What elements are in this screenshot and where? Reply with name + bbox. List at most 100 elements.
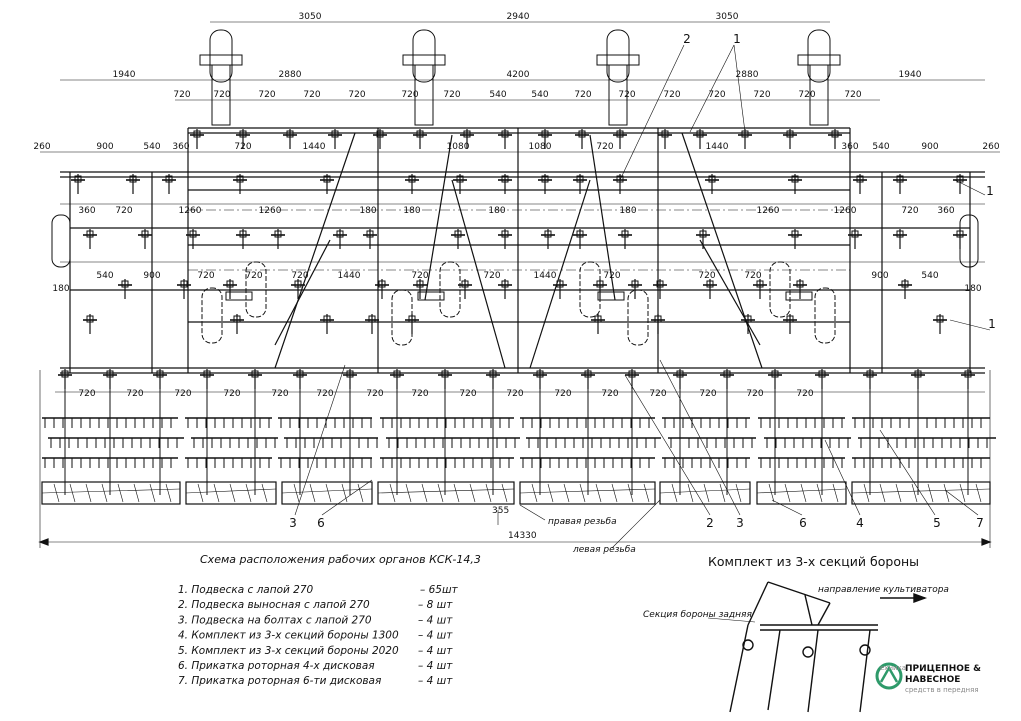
- dim-label: 540: [921, 271, 938, 281]
- tine-suspension: [593, 279, 607, 299]
- tine-suspension: [498, 174, 512, 194]
- dim-label: 3050: [299, 12, 322, 22]
- rotary-roller: [519, 481, 656, 505]
- tine-suspension: [320, 174, 334, 194]
- callout-leaders: [294, 44, 991, 549]
- tine-suspension: [628, 279, 642, 299]
- direction-label: направление культиватора: [818, 585, 949, 595]
- legend-item-qty: – 4 шт: [418, 660, 453, 672]
- dim-label: 180: [359, 206, 376, 216]
- dim-label: 900: [871, 271, 888, 281]
- tine-suspension: [783, 314, 797, 334]
- thread-left-label: левая резьба: [572, 545, 636, 555]
- tine-suspension: [283, 129, 297, 149]
- tine-suspension: [162, 174, 176, 194]
- dim-label: 720: [649, 389, 666, 399]
- harrow-comb: [758, 417, 845, 428]
- rotary-roller: [377, 481, 515, 505]
- tine-suspension: [893, 174, 907, 194]
- dim-label: 2940: [507, 12, 530, 22]
- parts-legend: 1. Подвеска с лапой 270 – 65шт 2. Подвеска…: [178, 584, 459, 687]
- harrow-comb: [284, 437, 378, 448]
- dim-label: 720: [411, 389, 428, 399]
- callout-number: 1: [988, 317, 996, 331]
- dim-label: 720: [366, 389, 383, 399]
- dim-label: 720: [443, 90, 460, 100]
- dim-label: 720: [753, 90, 770, 100]
- tine-suspension: [236, 229, 250, 249]
- dim-label: 900: [143, 271, 160, 281]
- tine-suspension: [541, 229, 555, 249]
- tine-suspension: [538, 174, 552, 194]
- callout-number: 1: [733, 32, 741, 46]
- dim-label: 1080: [529, 142, 552, 152]
- tine-suspension: [853, 174, 867, 194]
- dim-label: 720: [744, 271, 761, 281]
- legend-item-name: 2. Подвеска выносная с лапой 270: [178, 599, 370, 611]
- harrow-comb: [852, 457, 990, 468]
- tine-suspension: [498, 279, 512, 299]
- dim-label: 4200: [507, 70, 530, 80]
- dim-label: 720: [271, 389, 288, 399]
- tine-suspension: [190, 129, 204, 149]
- dim-label: 180: [403, 206, 420, 216]
- dim-label: 1440: [706, 142, 729, 152]
- tine-suspension: [320, 314, 334, 334]
- harrow-comb: [668, 437, 756, 448]
- tine-suspension: [953, 229, 967, 249]
- dim-label: 1080: [447, 142, 470, 152]
- dim-label: 720: [699, 389, 716, 399]
- legend-item-name: 4. Комплект из 3-х секций бороны 1300: [178, 630, 399, 642]
- harrow-comb: [386, 437, 520, 448]
- callout-number: 3: [736, 516, 744, 530]
- dim-label: 3050: [716, 12, 739, 22]
- dim-label: 720: [173, 90, 190, 100]
- callout-number: 7: [976, 516, 984, 530]
- dim-label: 720: [601, 389, 618, 399]
- harrow-comb: [278, 457, 372, 468]
- tine-suspension: [788, 174, 802, 194]
- tine-suspension: [498, 129, 512, 149]
- tine-suspension: [328, 129, 342, 149]
- dim-label: 720: [245, 271, 262, 281]
- dim-label: 720: [213, 90, 230, 100]
- logo-ghost-line1: ехника: [880, 664, 906, 672]
- tine-suspension: [783, 129, 797, 149]
- dim-label: 360: [937, 206, 954, 216]
- tine-suspension: [413, 129, 427, 149]
- dim-label: 900: [96, 142, 113, 152]
- company-logo-icon: [875, 662, 903, 690]
- dim-label: 540: [531, 90, 548, 100]
- callout-number: 3: [289, 516, 297, 530]
- legend-item-qty: – 65шт: [420, 584, 459, 596]
- legend-item-qty: – 8 шт: [418, 599, 453, 611]
- dim-label: 360: [78, 206, 95, 216]
- legend-item-qty: – 4 шт: [418, 675, 453, 687]
- diagram-caption: Схема расположения рабочих органов КСК-1…: [200, 553, 481, 566]
- tine-suspension: [613, 129, 627, 149]
- legend-item-name: 1. Подвеска с лапой 270: [178, 584, 314, 596]
- legend-item-qty: – 4 шт: [418, 630, 453, 642]
- dim-label: 720: [348, 90, 365, 100]
- tine-suspension: [848, 229, 862, 249]
- rotary-roller: [851, 481, 991, 505]
- harrow-comb: [758, 457, 845, 468]
- tine-suspension: [138, 229, 152, 249]
- dim-label: 720: [303, 90, 320, 100]
- tine-suspension: [703, 279, 717, 299]
- dim-label: 540: [96, 271, 113, 281]
- tine-suspension: [233, 174, 247, 194]
- tine-suspension: [363, 229, 377, 249]
- dim-label: 720: [459, 389, 476, 399]
- tine-suspension: [118, 279, 132, 299]
- dim-label: 180: [964, 284, 981, 294]
- tine-suspension: [451, 229, 465, 249]
- dim-label: 720: [174, 389, 191, 399]
- harrow-comb: [48, 437, 184, 448]
- dim-label: 180: [619, 206, 636, 216]
- dim-label: 720: [796, 389, 813, 399]
- dim-label: 720: [746, 389, 763, 399]
- thread-right-label: правая резьба: [548, 517, 617, 527]
